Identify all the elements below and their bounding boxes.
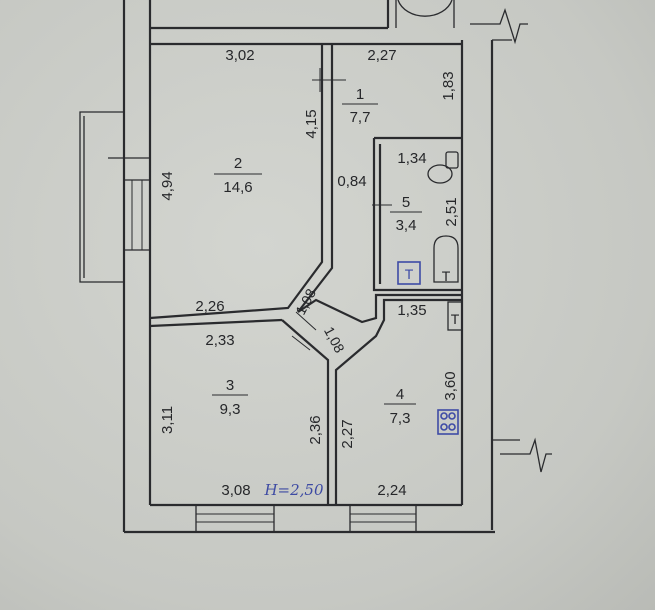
windows [195,504,417,533]
dim-bath-top: 1,34 [397,150,426,167]
ceiling-height-note: H=2,50 [263,481,324,499]
dim-room2-bottom: 2,26 [195,298,224,315]
dim-bath-height: 2,51 [443,197,460,226]
dim-top-left: 3,02 [225,47,254,64]
dim-room1-left: 4,15 [303,109,320,138]
room-4-number: 4 [396,386,404,403]
room-2-area: 14,6 [223,179,252,196]
balcony [79,111,150,283]
interior-walls [149,44,462,505]
dim-room3-top: 2,33 [205,332,234,349]
room-fraction-lines [212,103,422,405]
dim-room3-inner: 2,36 [307,415,324,444]
kitchen-t-label: T [451,311,460,327]
room-3-number: 3 [226,377,234,394]
bathtub [433,235,459,283]
toilet [427,151,459,184]
dim-kitchen-bottom: 2,24 [377,482,406,499]
room-4-area: 7,3 [390,410,411,427]
dim-kitchen-inner: 2,27 [339,419,356,448]
room-5-area: 3,4 [396,217,417,234]
bath-t-label: T [405,266,414,282]
dim-hall-vertical: 1,83 [440,71,457,100]
room-1-area: 7,7 [350,109,371,126]
bathtub-t-label: T [442,268,451,284]
dim-room2-height: 4,94 [159,171,176,200]
dim-room3-height: 3,11 [159,406,176,434]
dim-bath-door: 0,84 [337,173,366,190]
dim-room3-bottom: 3,08 [221,482,250,499]
room-3-area: 9,3 [220,401,241,418]
kitchen-stove [437,409,459,435]
room-5-number: 5 [402,194,410,211]
top-fixture [395,0,455,28]
kitchen-counter [447,301,463,331]
room-2-number: 2 [234,155,242,172]
dimension-ticks [291,68,392,351]
dim-diag-lower: 1,08 [321,324,348,356]
dim-kitchen-top: 1,35 [397,302,426,319]
room-1-number: 1 [356,86,364,103]
break-marks [470,7,552,473]
dim-top-right: 2,27 [367,47,396,64]
sink-box [397,261,421,285]
dim-kitchen-height: 3,60 [442,371,459,400]
